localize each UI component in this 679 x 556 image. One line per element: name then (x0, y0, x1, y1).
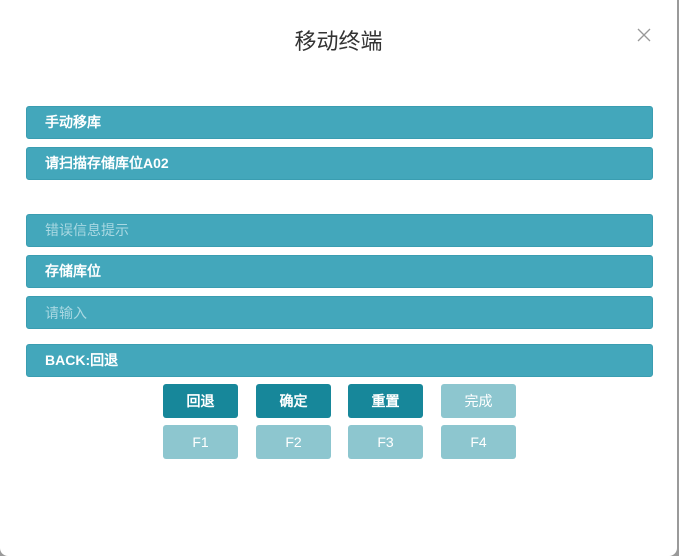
key-hint: BACK:回退 (26, 344, 653, 377)
dialog-title: 移动终端 (294, 29, 383, 54)
f1-button[interactable]: F1 (163, 425, 238, 459)
scan-prompt: 请扫描存储库位A02 (26, 147, 653, 180)
f4-button[interactable]: F4 (441, 425, 516, 459)
confirm-button[interactable]: 确定 (256, 384, 331, 418)
mode-label: 手动移库 (26, 106, 653, 139)
storage-location-input[interactable] (45, 297, 652, 328)
back-button[interactable]: 回退 (163, 384, 238, 418)
error-message: 错误信息提示 (26, 214, 653, 247)
f2-button[interactable]: F2 (256, 425, 331, 459)
finish-button[interactable]: 完成 (441, 384, 516, 418)
close-icon[interactable] (636, 27, 652, 43)
f3-button[interactable]: F3 (348, 425, 423, 459)
input-container (26, 296, 653, 329)
reset-button[interactable]: 重置 (348, 384, 423, 418)
storage-location-label: 存储库位 (26, 255, 653, 288)
